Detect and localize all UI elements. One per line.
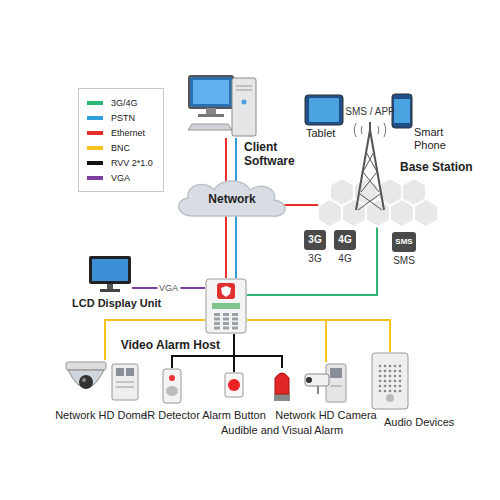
node-label-holder: Audio Devices (384, 416, 454, 428)
network-badge-holder: 3G (304, 230, 326, 250)
node-label-holder: IR Detector (144, 409, 200, 421)
legend-row: 3G/4G (87, 95, 153, 110)
device-caption-holder: SMS / APP (345, 106, 394, 117)
network-badge-holder: 4G (334, 230, 356, 250)
device-node: Network HD Dome (62, 360, 140, 405)
network-badge: SMS (392, 232, 416, 252)
node-label: Network HD Dome (55, 409, 147, 421)
legend-swatch (87, 161, 103, 165)
node-label-holder: Network HD Dome (55, 409, 147, 421)
node-label: Base Station (400, 160, 473, 174)
device-node: Alarm Button (224, 372, 244, 398)
legend-swatch (87, 146, 103, 150)
edge-label: VGA (157, 283, 180, 294)
cable-line (225, 214, 227, 278)
device-node: Client Software (188, 72, 258, 138)
legend-text: BNC (111, 143, 130, 153)
cable-line (225, 138, 227, 188)
node-label: LCD Display Unit (72, 297, 161, 309)
cable-line (247, 320, 326, 362)
device-caption: Smart Phone (414, 126, 458, 152)
device-node: Audio Devices (371, 352, 409, 410)
device-caption: SMS (393, 255, 415, 266)
legend-text: RVV 2*1.0 (111, 158, 153, 168)
legend-swatch (87, 116, 103, 120)
node-label: Audio Devices (384, 416, 454, 428)
node-label: Alarm Button (202, 409, 266, 421)
device-caption-holder: Tablet (306, 127, 335, 139)
cable-line (247, 222, 377, 295)
legend-row: RVV 2*1.0 (87, 155, 153, 170)
device-caption: Tablet (306, 127, 335, 139)
device-node: Network HD Camera (304, 362, 348, 404)
device-caption-holder: 3G (308, 253, 321, 264)
cable-line (235, 214, 237, 278)
node-label: IR Detector (144, 409, 200, 421)
legend-row: VGA (87, 170, 153, 185)
network-badge: 3G (304, 230, 326, 250)
legend-text: Ethernet (111, 128, 145, 138)
node-label-holder: LCD Display Unit (72, 297, 161, 309)
node-label: Audible and Visual Alarm (221, 424, 343, 436)
node-icon (205, 278, 247, 334)
device-node: Audible and Visual Alarm (272, 368, 292, 402)
legend-text: 3G/4G (111, 98, 138, 108)
device-caption: 4G (338, 253, 351, 264)
node-icon (162, 368, 182, 404)
device-caption: 3G (308, 253, 321, 264)
cable-line (247, 320, 390, 352)
node-label: Video Alarm Host (110, 338, 220, 352)
node-label-holder: Alarm Button (202, 409, 266, 421)
node-icon (88, 255, 132, 293)
node-icon (304, 362, 348, 404)
device-node: Network (172, 176, 292, 222)
node-label-holder: Network (172, 176, 292, 222)
device-caption-holder: SMS (393, 255, 415, 266)
legend-text: VGA (111, 173, 130, 183)
network-badge-holder: SMS (392, 232, 416, 252)
legend-row: Ethernet (87, 125, 153, 140)
legend-text: PSTN (111, 113, 135, 123)
node-label-holder: Video Alarm Host (110, 338, 220, 352)
device-node: IR Detector (162, 368, 182, 404)
legend-row: BNC (87, 140, 153, 155)
node-label-holder: Base Station (400, 160, 473, 174)
device-caption-holder: Smart Phone (414, 126, 458, 152)
legend-row: PSTN (87, 110, 153, 125)
device-caption-holder: 4G (338, 253, 351, 264)
node-label-holder: Network HD Camera (275, 409, 376, 421)
node-label: Network HD Camera (275, 409, 376, 421)
device-caption: SMS / APP (345, 106, 394, 117)
device-node: Base Station (318, 92, 472, 228)
device-node: Video Alarm Host (205, 278, 247, 334)
node-icon (272, 368, 292, 402)
legend-box: 3G/4G PSTN EthernetBNC RVV 2*1.0VGA (78, 88, 164, 192)
node-icon (188, 72, 258, 138)
cable-line (234, 334, 282, 368)
node-icon (62, 360, 140, 405)
node-label-holder: Audible and Visual Alarm (221, 424, 343, 436)
legend-swatch (87, 131, 103, 135)
node-label-holder: Client Software (244, 140, 306, 168)
edge-label-holder: VGA (157, 283, 180, 294)
node-label: Network (208, 192, 255, 206)
legend-swatch (87, 101, 103, 105)
legend-swatch (87, 176, 103, 180)
node-icon (224, 372, 244, 398)
network-badge: 4G (334, 230, 356, 250)
node-label: Client Software (244, 140, 306, 168)
node-icon (371, 352, 409, 410)
device-node: LCD Display Unit (88, 255, 132, 293)
